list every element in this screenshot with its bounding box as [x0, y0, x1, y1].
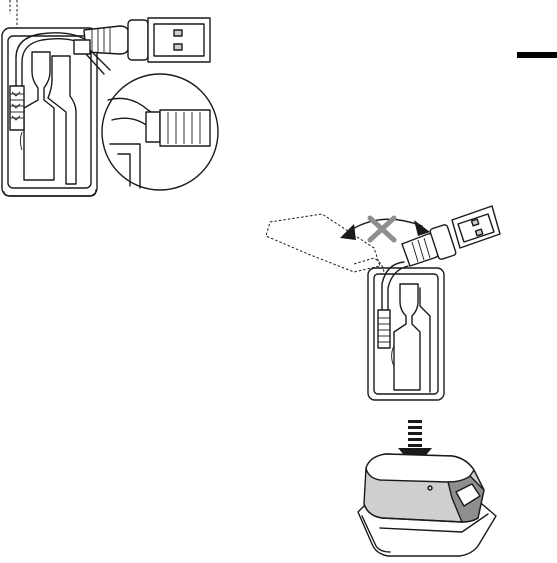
section-tab-marker: [517, 52, 557, 58]
figure-cable-storage: [0, 0, 222, 200]
usb-plug-icon: [84, 18, 210, 62]
magnifier-inset-icon: [102, 74, 218, 190]
cable-path: [378, 262, 408, 348]
usb-plug-icon: [402, 206, 500, 266]
figure-do-not-bend: [262, 204, 502, 404]
prohibited-x-icon: [370, 218, 394, 240]
figure-press-down: [352, 420, 500, 563]
reader-device-icon: [364, 454, 484, 522]
